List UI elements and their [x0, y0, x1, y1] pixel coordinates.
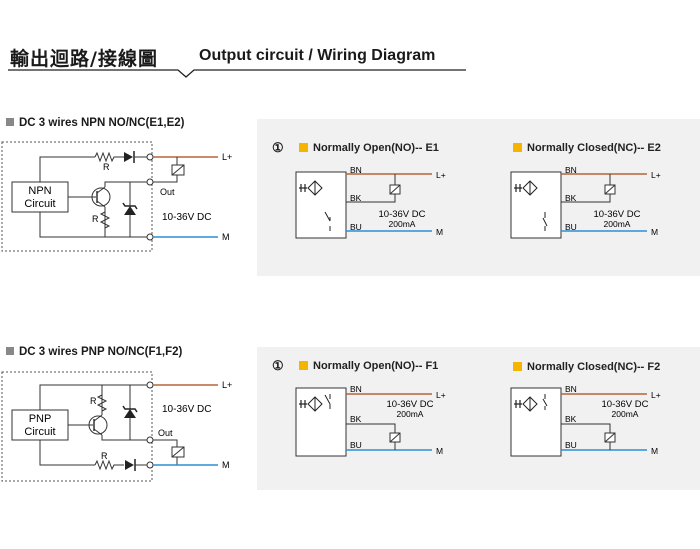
section-marker-icon [6, 118, 14, 126]
wire-bu-label: BU [565, 440, 577, 450]
npn-no-wiring-diagram: BN BK BU L+ M 10-36V DC 200mA [295, 165, 446, 239]
pnp-out-label: Out [158, 428, 173, 438]
wire-bu-label: BU [350, 440, 362, 450]
wire-bn-label: BN [350, 165, 362, 175]
sub-current-label: 200mA [397, 409, 424, 419]
wire-bn-label: BN [565, 384, 577, 394]
m-label: M [651, 446, 658, 456]
npn-circuit-label-2: Circuit [24, 198, 55, 210]
sub-voltage-label: 10-36V DC [594, 209, 641, 220]
pnp-nc-title: Normally Closed(NC)-- F2 [513, 361, 660, 373]
npn-output-circuit: NPN Circuit R R Out L+ M 10-36V DC [1, 141, 232, 252]
npn-voltage-label: 10-36V DC [162, 212, 211, 223]
lplus-label: L+ [651, 390, 661, 400]
marker-icon [299, 143, 308, 152]
npn-section-title: DC 3 wires NPN NO/NC(E1,E2) [6, 117, 185, 129]
page-title-english: Output circuit / Wiring Diagram [199, 47, 436, 64]
lplus-label: L+ [651, 170, 661, 180]
pnp-nc-wiring-diagram: BN BK BU L+ M 10-36V DC 200mA [510, 384, 661, 457]
npn-m-label: M [222, 232, 230, 242]
npn-lplus-label: L+ [222, 152, 232, 162]
pnp-output-circuit: PNP Circuit R R Out L+ M 10-36V DC [1, 371, 232, 482]
npn-out-label: Out [160, 187, 175, 197]
wire-bk-label: BK [565, 193, 577, 203]
npn-no-title: Normally Open(NO)-- E1 [299, 142, 439, 154]
m-label: M [436, 227, 443, 237]
wire-bk-label: BK [350, 414, 362, 424]
pnp-section-title: DC 3 wires PNP NO/NC(F1,F2) [6, 346, 182, 358]
lplus-label: L+ [436, 170, 446, 180]
sub-voltage-label: 10-36V DC [379, 209, 426, 220]
pnp-no-title-text: Normally Open(NO)-- F1 [313, 360, 439, 372]
pnp-m-label: M [222, 460, 230, 470]
npn-nc-title-text: Normally Closed(NC)-- E2 [527, 142, 661, 154]
sub-current-label: 200mA [612, 409, 639, 419]
page-title-chinese: 輸出迴路/接線圖 [10, 48, 158, 70]
pnp-resistor-label-side: R [90, 396, 97, 406]
marker-icon [513, 143, 522, 152]
wire-bk-label: BK [350, 193, 362, 203]
npn-nc-wiring-diagram: BN BK BU L+ M 10-36V DC 200mA [510, 165, 661, 239]
npn-resistor-label-side: R [92, 214, 99, 224]
lplus-label: L+ [436, 390, 446, 400]
npn-nc-title: Normally Closed(NC)-- E2 [513, 142, 661, 154]
sub-voltage-label: 10-36V DC [602, 399, 649, 410]
sub-voltage-label: 10-36V DC [387, 399, 434, 410]
wire-bn-label: BN [350, 384, 362, 394]
pnp-nc-title-text: Normally Closed(NC)-- F2 [527, 361, 661, 373]
marker-icon [513, 362, 522, 371]
pnp-no-wiring-diagram: BN BK BU L+ M 10-36V DC 200mA [295, 384, 446, 457]
wire-bk-label: BK [565, 414, 577, 424]
title-underline [8, 69, 466, 78]
npn-circled-number: ① [272, 140, 284, 155]
pnp-lplus-label: L+ [222, 380, 232, 390]
m-label: M [436, 446, 443, 456]
npn-no-title-text: Normally Open(NO)-- E1 [313, 142, 439, 154]
pnp-no-title: Normally Open(NO)-- F1 [299, 360, 438, 372]
pnp-circled-number: ① [272, 358, 284, 373]
pnp-circuit-label-1: PNP [29, 413, 52, 425]
wire-bn-label: BN [565, 165, 577, 175]
npn-section-title-text: DC 3 wires NPN NO/NC(E1,E2) [19, 117, 185, 129]
pnp-section-title-text: DC 3 wires PNP NO/NC(F1,F2) [19, 346, 183, 358]
section-marker-icon [6, 347, 14, 355]
npn-resistor-label-top: R [103, 162, 110, 172]
pnp-voltage-label: 10-36V DC [162, 404, 211, 415]
wire-bu-label: BU [350, 222, 362, 232]
pnp-circuit-label-2: Circuit [24, 426, 55, 438]
pnp-resistor-label-bottom: R [101, 451, 108, 461]
sub-current-label: 200mA [604, 219, 631, 229]
sub-current-label: 200mA [389, 219, 416, 229]
npn-circuit-label-1: NPN [28, 185, 51, 197]
wire-bu-label: BU [565, 222, 577, 232]
m-label: M [651, 227, 658, 237]
marker-icon [299, 361, 308, 370]
